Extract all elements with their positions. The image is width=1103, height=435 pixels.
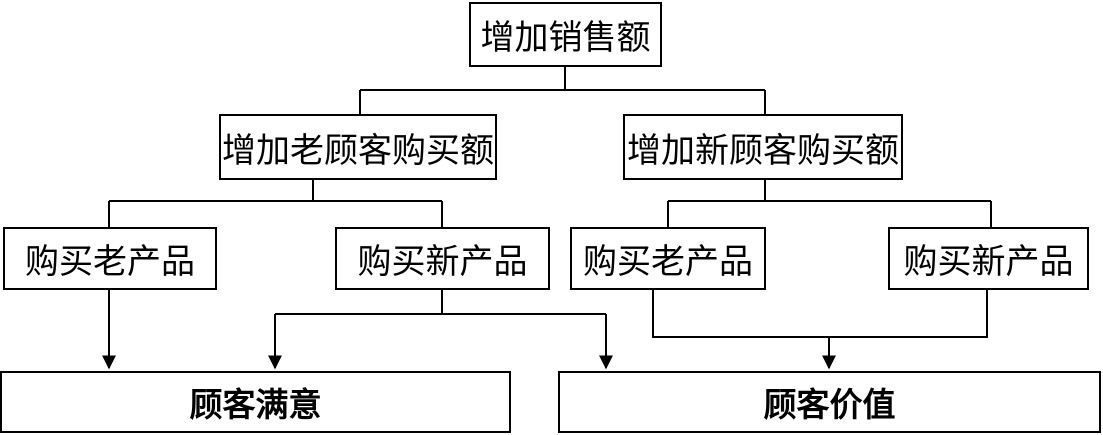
outcome-node-customer-value: 顾客价值 [558,371,1101,433]
branch-node-new-customers: 增加新顾客购买额 [623,114,903,180]
leaf-node-old-customers-new-product: 购买新产品 [335,227,550,290]
new-branch-connector [667,180,992,228]
outcome-node-customer-satisfaction: 顾客满意 [0,371,511,433]
old-branch-connector [108,180,443,228]
new-product-split-connector [275,290,606,315]
root-connector [359,67,766,115]
new-customer-merge-connector [652,290,988,338]
root-node: 增加销售额 [469,2,662,67]
leaf-node-new-customers-new-product: 购买新产品 [888,227,1089,290]
leaf-node-new-customers-old-product: 购买老产品 [570,227,766,290]
branch-node-old-customers: 增加老顾客购买额 [219,114,497,180]
leaf-node-old-customers-old-product: 购买老产品 [3,227,217,290]
